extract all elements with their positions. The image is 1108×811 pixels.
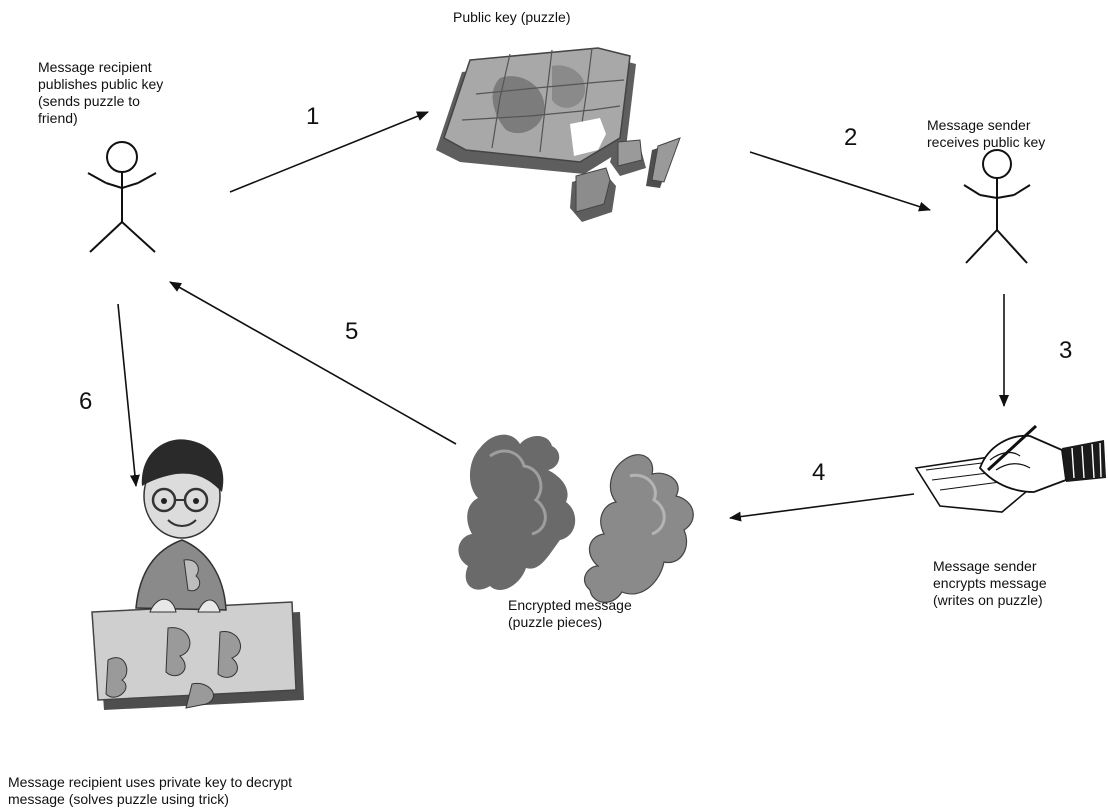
label-encrypted-message: Encrypted message (puzzle pieces)	[508, 597, 632, 630]
label-public-key: Public key (puzzle)	[453, 9, 571, 25]
step-number-5: 5	[345, 318, 359, 345]
arrow-2	[749, 151, 931, 212]
step-number-3: 3	[1059, 337, 1073, 364]
arrow-1	[229, 111, 429, 193]
hand-writing-image	[914, 424, 1106, 513]
step-number-2: 2	[844, 124, 858, 151]
label-recipient-decrypts: Message recipient uses private key to de…	[8, 774, 293, 807]
sender-stick-figure	[963, 149, 1031, 264]
step-number-6: 6	[79, 388, 93, 415]
label-recipient-publishes: Message recipient publishes public key (…	[38, 59, 164, 126]
recipient-stick-figure	[87, 141, 157, 253]
encrypted-puzzle-pieces-image	[458, 434, 694, 603]
arrow-6	[117, 303, 140, 487]
label-sender-encrypts: Message sender encrypts message (writes …	[933, 558, 1047, 608]
child-solving-puzzle-image	[91, 439, 304, 710]
step-number-1: 1	[306, 103, 320, 130]
arrow-5	[169, 281, 457, 445]
arrow-4	[729, 493, 915, 522]
arrows	[117, 111, 1009, 522]
label-sender-receives: Message sender receives public key	[927, 117, 1046, 150]
step-number-4: 4	[812, 459, 826, 486]
public-key-puzzle-image	[436, 47, 681, 222]
